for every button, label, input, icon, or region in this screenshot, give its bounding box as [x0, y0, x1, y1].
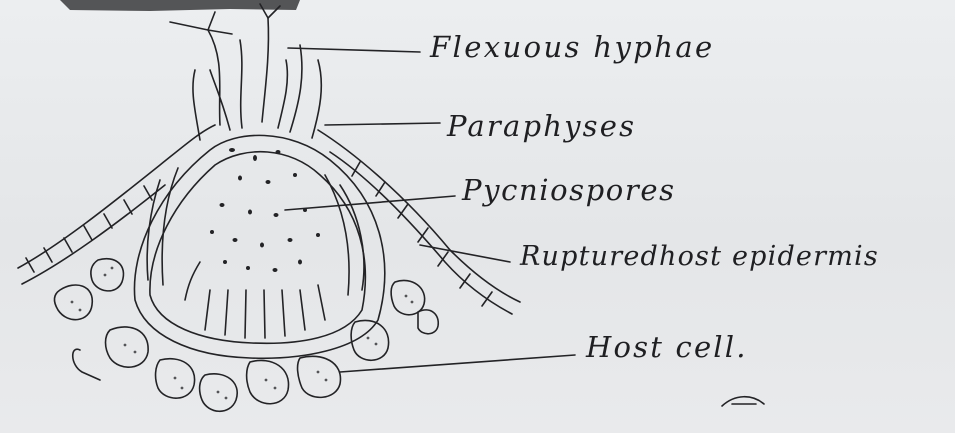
label-ruptured-host-epidermis: Rupturedhost epidermis [520, 243, 879, 270]
label-host-cell: Host cell. [586, 333, 748, 362]
label-paraphyses: Paraphyses [447, 112, 636, 141]
label-pycniospores: Pycniospores [462, 176, 676, 205]
label-flexuous-hyphae: Flexuous hyphae [430, 33, 715, 62]
